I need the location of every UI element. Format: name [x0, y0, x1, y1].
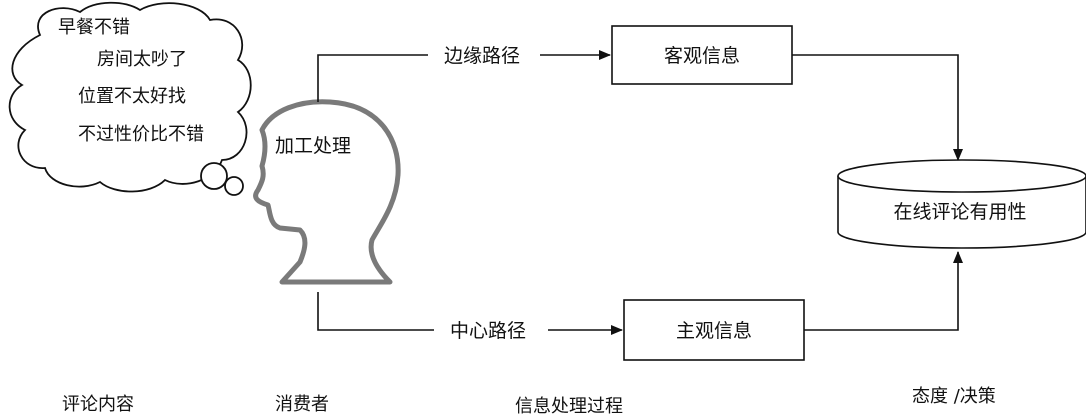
peripheral-route-line — [317, 54, 428, 102]
central-route-label: 中心路径 — [450, 320, 526, 342]
subjective-to-outcome-connector — [804, 251, 963, 331]
thought-bubble-dot-small — [224, 176, 244, 196]
thought-bubble-dot-large — [200, 162, 228, 190]
peripheral-route-label: 边缘路径 — [444, 45, 520, 67]
objective-info-label: 客观信息 — [664, 45, 740, 67]
stage-label-review-content: 评论内容 — [62, 394, 134, 415]
outcome-cylinder — [837, 159, 1086, 249]
outcome-label: 在线评论有用性 — [893, 201, 1026, 223]
subjective-info-box — [623, 299, 805, 361]
stage-label-info-process: 信息处理过程 — [515, 396, 623, 417]
objective-to-outcome-connector — [792, 54, 963, 161]
thought-cloud — [8, 1, 252, 196]
head-label: 加工处理 — [275, 135, 351, 157]
objective-info-box — [611, 25, 793, 85]
stage-label-consumer: 消费者 — [275, 394, 329, 415]
thought-line-3: 位置不太好找 — [78, 86, 186, 107]
stage-label-attitude: 态度 /决策 — [912, 386, 996, 407]
central-route-line — [317, 292, 434, 331]
subjective-info-label: 主观信息 — [676, 320, 752, 342]
thought-line-2: 房间太吵了 — [97, 49, 187, 70]
consumer-head-icon — [253, 99, 401, 285]
thought-line-1: 早餐不错 — [58, 17, 130, 38]
thought-line-4: 不过性价比不错 — [78, 124, 204, 145]
